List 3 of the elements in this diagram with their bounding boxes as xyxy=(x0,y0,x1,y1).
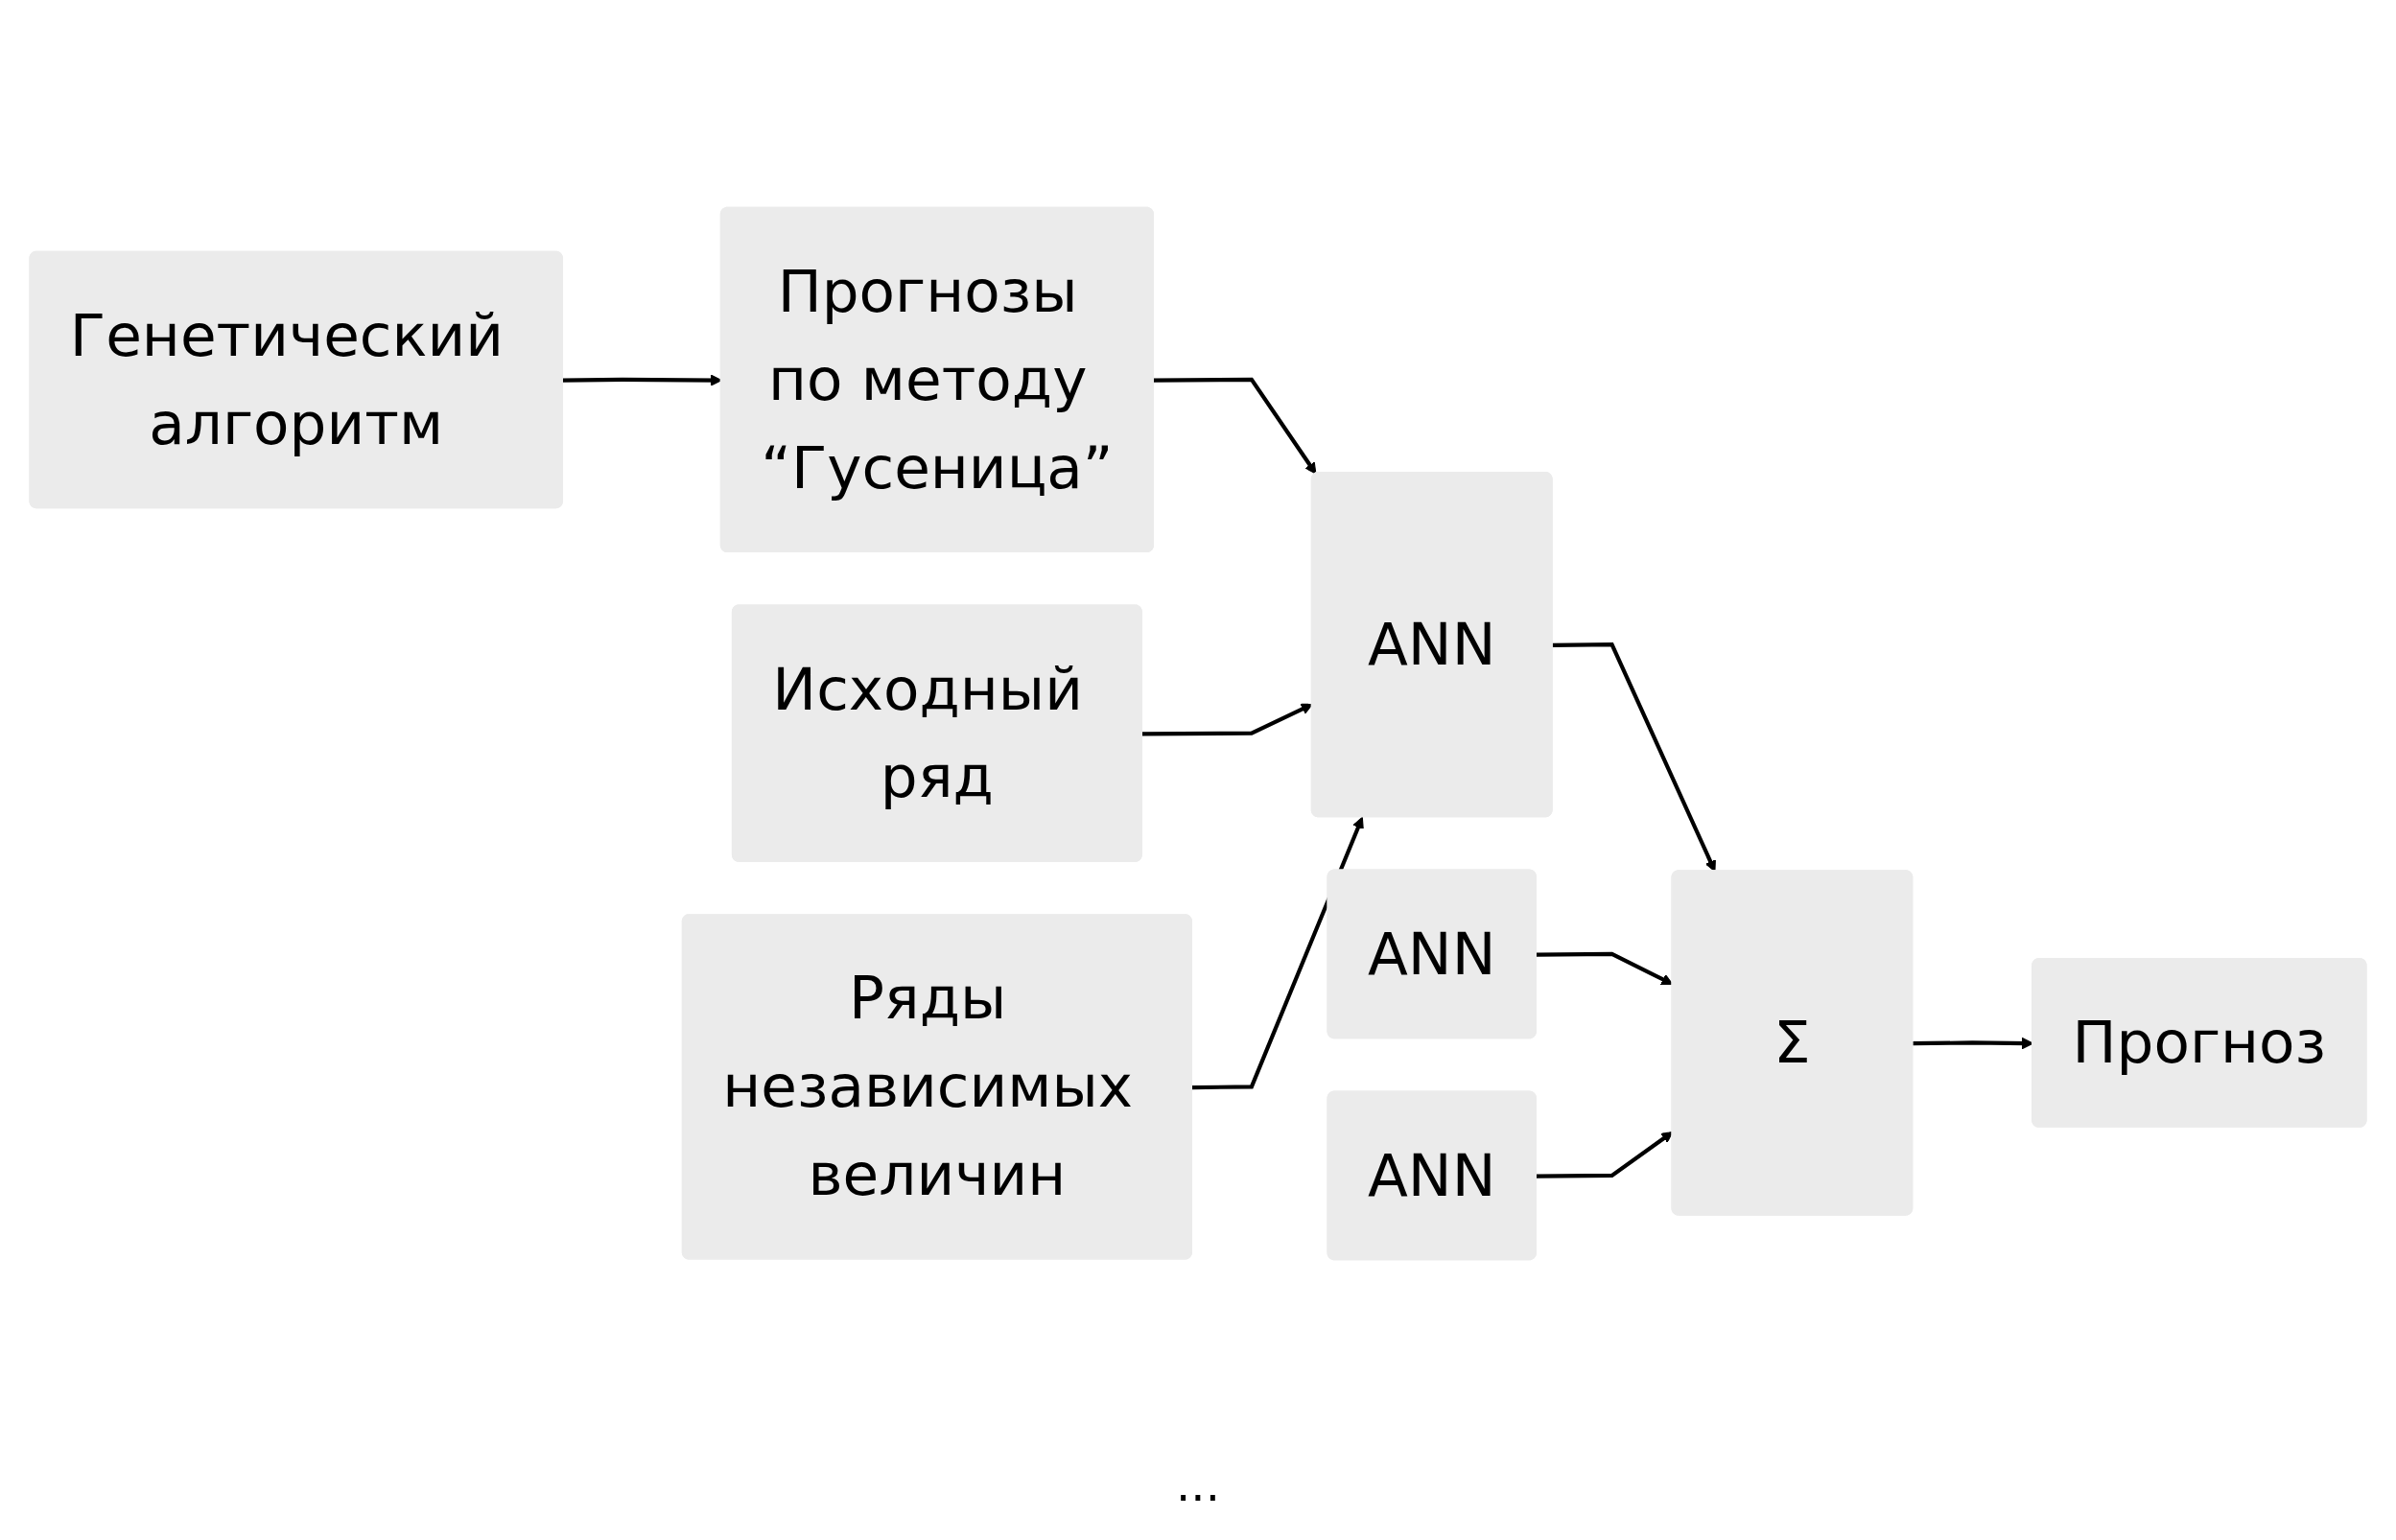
arrow xyxy=(1191,816,1364,1090)
arrow xyxy=(1153,377,1317,475)
ellipsis-note: ... xyxy=(1176,1458,1220,1511)
